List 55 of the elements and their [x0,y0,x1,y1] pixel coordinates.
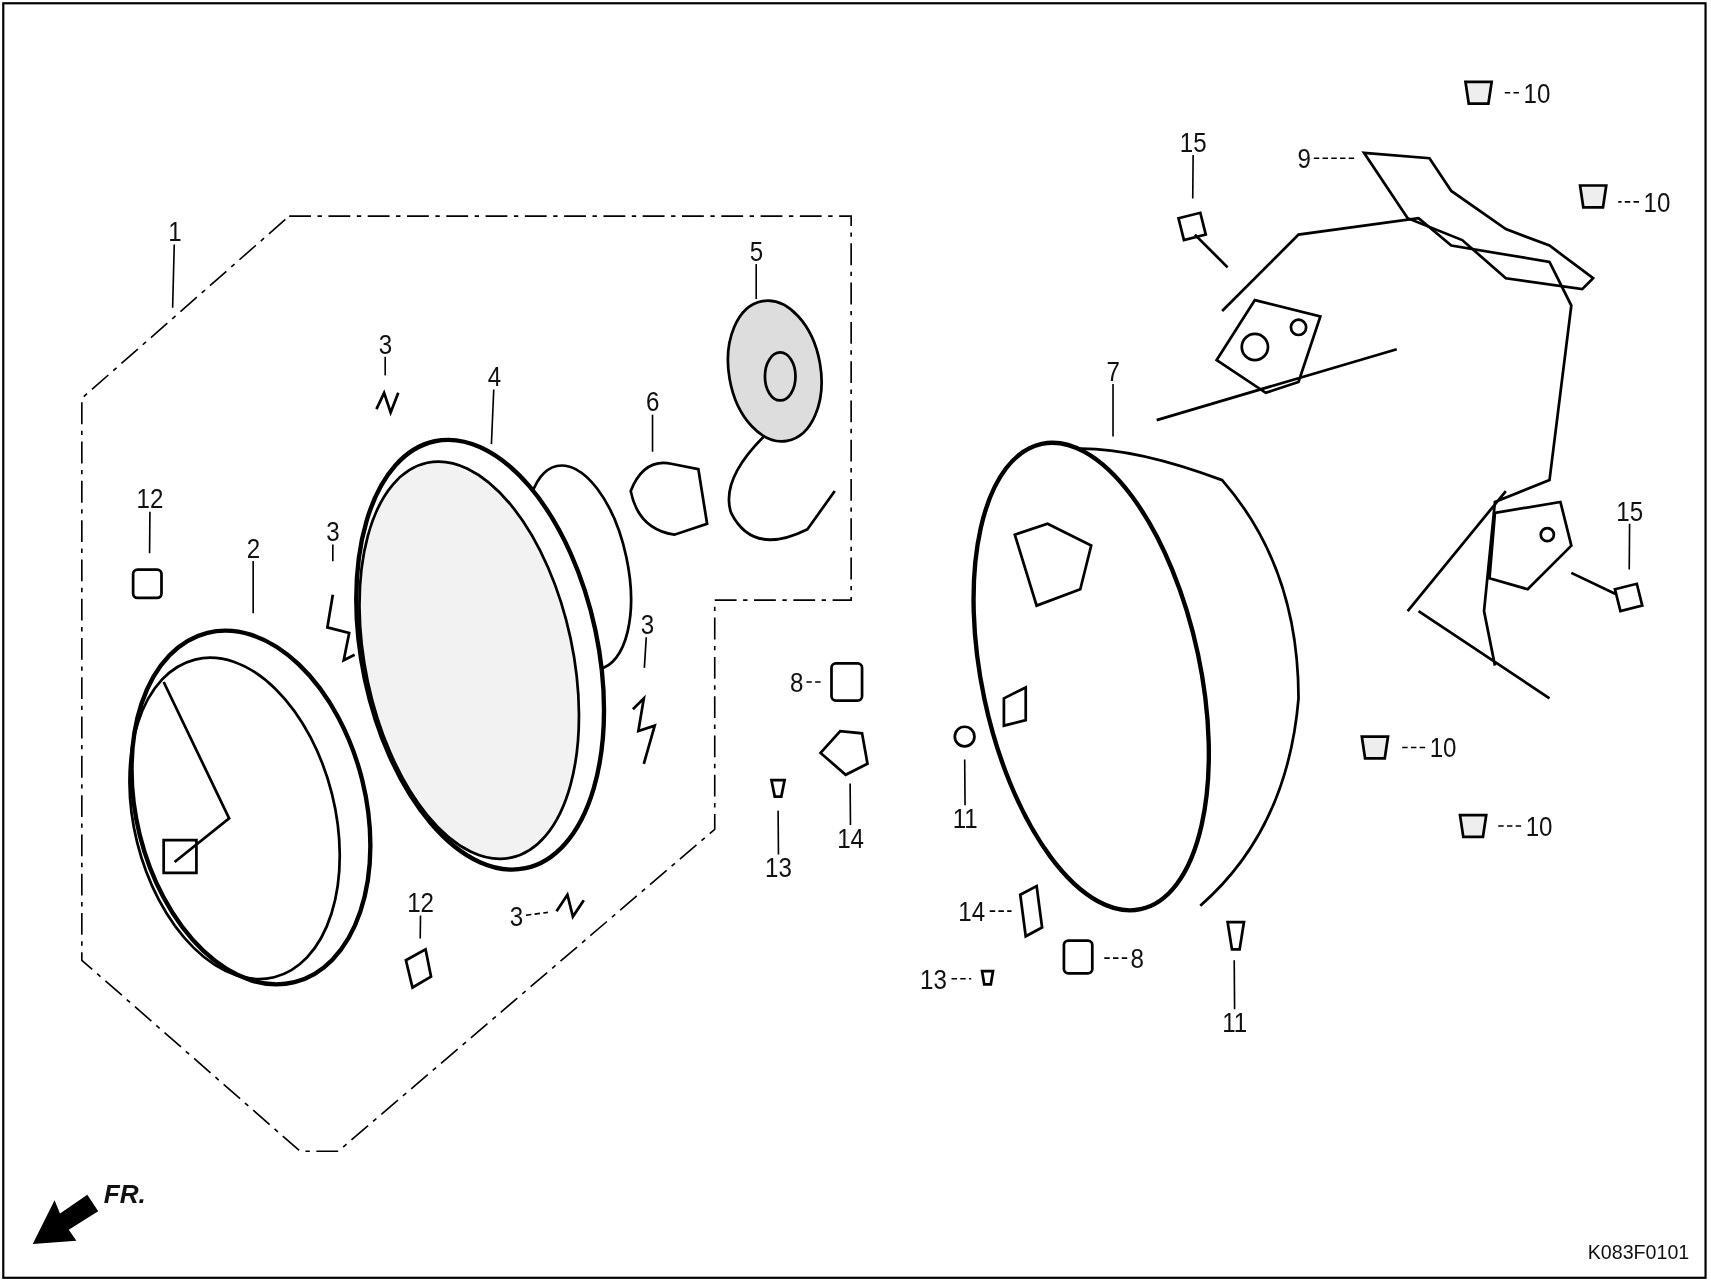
callout-number: 13 [764,852,792,883]
callout-number: 13 [919,963,947,995]
callout-number: 5 [749,235,764,267]
leader-line [525,911,549,917]
leader-line [1102,957,1129,959]
leader-line [332,543,334,563]
callout-number: 12 [136,483,163,514]
leader-line [643,636,648,669]
callout-number: 10 [1643,186,1670,218]
leader-line [171,243,176,309]
drawing-code: K083F0101 [1587,1241,1690,1265]
callout-number: 3 [378,328,393,359]
callout-number: 15 [1179,126,1207,158]
callout-number: 3 [640,608,655,640]
leader-line [1399,746,1426,749]
leader-line [148,510,151,555]
leader-line [777,809,780,856]
leader-line [950,978,972,980]
callout-number: 2 [246,532,261,564]
callout-number: 15 [1615,495,1643,526]
leader-line [755,263,758,300]
leader-line [1628,522,1631,571]
leader-line [1617,201,1640,203]
leader-line [805,681,823,683]
callout-number: 11 [1221,1007,1247,1038]
leader-line [419,914,422,940]
callout-number: 14 [836,822,864,854]
leader-line [849,782,852,826]
callout-number: 8 [1130,942,1144,974]
callout-number: 6 [646,386,660,417]
leader-line [252,560,254,615]
leader-line [1112,383,1114,438]
leader-line [651,413,654,453]
callout-number: 10 [1522,77,1550,109]
leader-line [1191,154,1194,200]
callout-number: 7 [1106,355,1120,387]
leader-line [1495,825,1522,827]
callout-number: 11 [952,803,978,834]
leader-line [1233,959,1236,1011]
callout-number: 1 [168,216,182,247]
callout-number: 10 [1429,732,1456,763]
leader-line [384,356,386,377]
callout-number: 14 [957,895,985,927]
leader-line [963,758,966,807]
callout-number: 9 [1297,142,1311,174]
callout-number: 12 [406,887,434,918]
leader-line [490,388,495,445]
leader-line [988,910,1013,912]
callout-number: 3 [509,901,524,932]
callout-number: 10 [1525,810,1552,842]
leader-line [1503,91,1520,94]
callout-number: 4 [487,361,502,392]
direction-label: FR. [103,1178,146,1210]
callout-number: 8 [790,666,804,698]
callout-number: 3 [326,516,340,547]
